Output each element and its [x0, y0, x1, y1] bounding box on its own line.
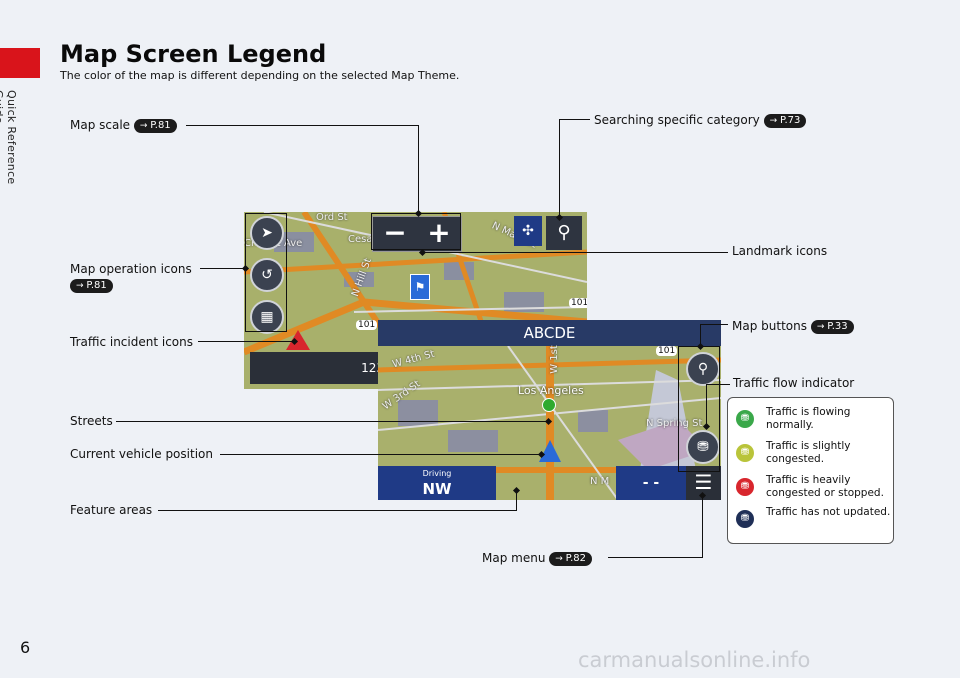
leader-line	[700, 324, 728, 325]
zoom-out-button[interactable]: −	[383, 216, 407, 249]
highway-shield: 101	[656, 346, 678, 356]
leader-line	[116, 421, 548, 422]
leader-line	[200, 268, 245, 269]
zoom-in-button[interactable]: +	[427, 216, 451, 249]
callout-traffic-flow: Traffic flow indicator	[733, 376, 855, 390]
leader-line	[702, 495, 703, 557]
page-ref-badge[interactable]: P.82	[549, 552, 593, 566]
map2-header: ABCDE	[378, 320, 721, 346]
route-icon[interactable]: ↺	[250, 258, 284, 292]
street-label: N M	[590, 476, 610, 487]
callout-map-buttons: Map buttons P.33	[732, 318, 854, 334]
vehicle-position-icon	[539, 440, 561, 462]
legend-text: Traffic has not updated.	[766, 506, 891, 518]
leader-line	[418, 125, 419, 213]
street-label: W 1st	[548, 345, 560, 374]
traffic-flowing-icon: ⛃	[736, 410, 754, 428]
leader-line	[516, 490, 517, 510]
page-ref-badge[interactable]: P.81	[133, 119, 177, 133]
traffic-incident-icon	[286, 330, 310, 350]
leader-line	[608, 557, 703, 558]
map-view-icon[interactable]: ▦	[250, 300, 284, 334]
traffic-not-updated-icon: ⛃	[736, 510, 754, 528]
map-orientation-icon[interactable]: ➤	[250, 216, 284, 250]
callout-map-scale: Map scale P.81	[70, 117, 177, 133]
legend-text: Traffic is flowing normally.	[766, 406, 851, 431]
legend-text: Traffic is heavily congested or stopped.	[766, 474, 884, 499]
driving-label: Driving	[422, 469, 452, 478]
landmark-flag-icon: ⚑	[410, 274, 430, 300]
traffic-flow-legend: ⛃ Traffic is flowing normally. ⛃ Traffic…	[727, 397, 894, 544]
poi-marker-icon	[542, 398, 556, 412]
side-section-label: Quick Reference Guide	[0, 90, 18, 185]
leader-line	[700, 324, 701, 346]
highway-shield: 101	[356, 320, 378, 330]
leader-line	[706, 384, 707, 426]
legend-text: Traffic is slightly congested.	[766, 440, 851, 465]
heading-display: Driving NW	[378, 466, 496, 500]
page-ref-badge[interactable]: P.73	[763, 114, 807, 128]
leader-line	[706, 384, 730, 385]
page-ref-badge[interactable]: P.33	[810, 320, 854, 334]
distance-display: - -	[616, 466, 686, 500]
callout-map-menu: Map menu P.82	[482, 550, 593, 566]
leader-line	[559, 119, 560, 217]
leader-line	[220, 454, 541, 455]
section-tab	[0, 48, 40, 78]
map-operation-highlight	[245, 213, 287, 332]
callout-traffic-incident: Traffic incident icons	[70, 335, 193, 349]
page-subtitle: The color of the map is different depend…	[60, 69, 460, 82]
page-ref-badge[interactable]: P.81	[70, 279, 113, 293]
watermark: carmanualsonline.info	[578, 648, 811, 672]
leader-line	[559, 119, 590, 120]
map-screen-driving: ABCDE W 4th St W 3rd St W 1st N Spring S…	[378, 320, 721, 500]
highway-shield: 101	[569, 298, 587, 308]
callout-map-operation: Map operation iconsP.81	[70, 261, 192, 293]
map1-bottom-bar: 123	[250, 352, 390, 384]
page-number: 6	[20, 638, 31, 657]
street-label: N Spring St	[646, 418, 703, 429]
leader-line	[186, 125, 419, 126]
map-scale-highlight	[371, 213, 461, 250]
callout-landmark: Landmark icons	[732, 244, 828, 258]
leader-line	[158, 510, 517, 511]
callout-streets: Streets	[70, 414, 113, 428]
traffic-slight-icon: ⛃	[736, 444, 754, 462]
callout-search: Searching specific category P.73	[594, 112, 807, 128]
map-buttons-highlight	[678, 346, 720, 472]
leader-line	[198, 341, 294, 342]
street-label: Ord St	[316, 212, 348, 223]
callout-vehicle: Current vehicle position	[70, 447, 213, 461]
leader-line	[422, 252, 728, 253]
callout-feature-areas: Feature areas	[70, 503, 153, 517]
heading-value: NW	[422, 480, 452, 498]
poi-label: Los Angeles	[518, 384, 584, 397]
search-category-button[interactable]: ⚲	[546, 216, 582, 250]
page-title: Map Screen Legend	[60, 40, 327, 68]
map-search-button[interactable]: ⚲	[686, 352, 720, 386]
traffic-heavy-icon: ⛃	[736, 478, 754, 496]
restaurant-landmark-icon: ✣	[514, 216, 542, 246]
